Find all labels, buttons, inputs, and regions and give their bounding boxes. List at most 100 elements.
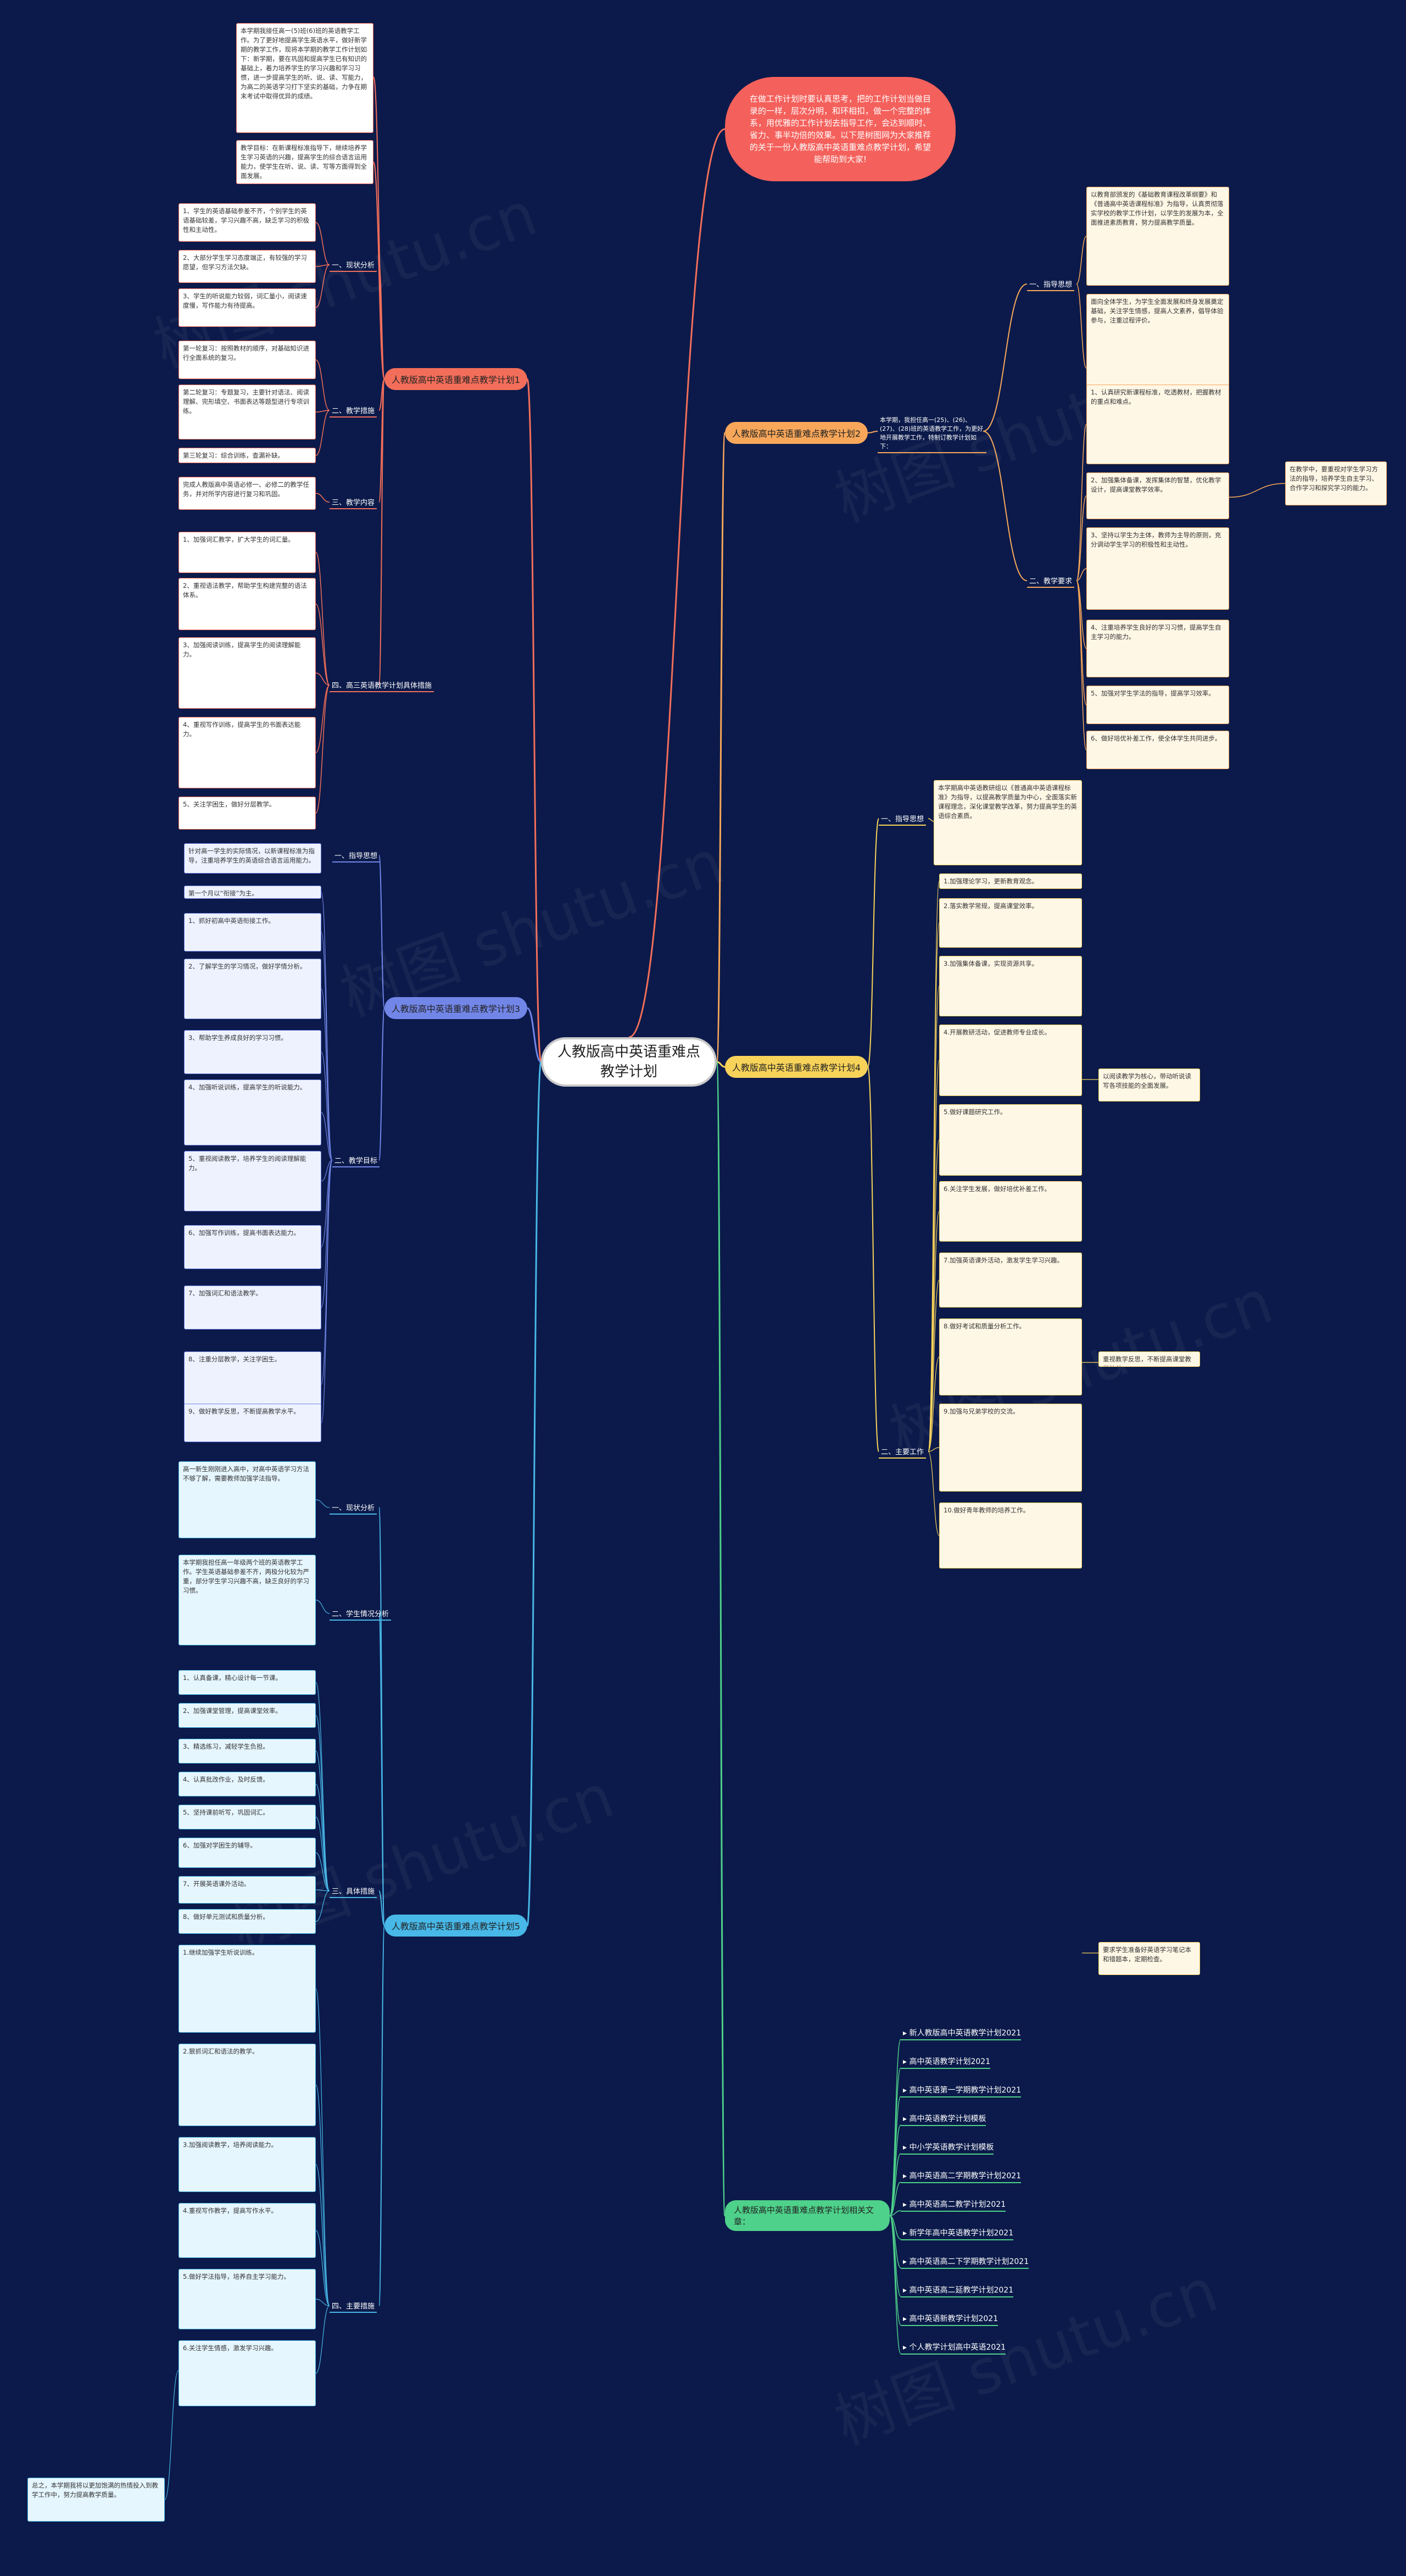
root-topic[interactable]: 人教版高中英语重难点教学计划 [541, 1037, 717, 1087]
branch-5-leaf: 2、加强课堂管理，提高课堂效率。 [178, 1703, 316, 1728]
link-line [1229, 483, 1286, 498]
related-article-link[interactable]: ▸ 个人教学计划高中英语2021 [901, 2341, 1006, 2355]
related-article-link[interactable]: ▸ 高中英语高二学期教学计划2021 [901, 2170, 1022, 2183]
link-line [315, 1890, 330, 1922]
branch-3-leaf: 7、加强词汇和语法教学。 [184, 1286, 321, 1329]
branch-3-leaf: 3、帮助学生养成良好的学习习惯。 [184, 1030, 321, 1074]
branch-2-note: 本学期，我担任高一(25)、(26)、(27)、(28)班的英语教学工作，为更好… [878, 415, 986, 453]
link-line [315, 410, 330, 456]
link-line [378, 1613, 385, 1926]
branch-4-leaf: 2.落实教学常规，提高课堂效率。 [939, 898, 1082, 948]
branch-4-section-1[interactable]: 一、指导思想 [879, 812, 927, 826]
branch-3-leaf: 4、加强听说训练，提高学生的听说能力。 [184, 1080, 321, 1145]
link-line [315, 359, 330, 411]
branch-1-section-1[interactable]: 一、现状分析 [330, 258, 377, 272]
link-line [315, 264, 330, 308]
branch-3-leaf: 2、了解学生的学习情况，做好学情分析。 [184, 959, 321, 1019]
branch-5-leaf: 高一新生刚刚进入高中，对高中英语学习方法不够了解，需要教师加强学法指导。 [178, 1461, 316, 1538]
branch-plan-1[interactable]: 人教版高中英语重难点教学计划1 [384, 368, 527, 390]
related-article-link[interactable]: ▸ 高中英语高二下学期教学计划2021 [901, 2256, 1029, 2269]
link-line [1076, 236, 1087, 285]
branch-1-section-2[interactable]: 二、教学措施 [330, 404, 377, 418]
branch-1-leaf: 2、大部分学生学习态度端正，有较强的学习愿望，但学习方法欠缺。 [178, 250, 316, 283]
link-line [928, 1451, 940, 1536]
branch-5-section-3[interactable]: 三、具体措施 [330, 1884, 377, 1898]
branch-plan-3[interactable]: 人教版高中英语重难点教学计划3 [384, 997, 527, 1019]
related-article-link[interactable]: ▸ 新人教版高中英语教学计划2021 [901, 2027, 1022, 2040]
link-line [315, 222, 330, 265]
branch-5-leaf: 6、加强对学困生的辅导。 [178, 1838, 316, 1868]
branch-2-section-1[interactable]: 一、指导思想 [1027, 277, 1075, 291]
branch-3-leaf: 1、抓好初高中英语衔接工作。 [184, 913, 321, 952]
related-article-link[interactable]: ▸ 中小学英语教学计划模板 [901, 2141, 994, 2155]
link-line [164, 2370, 179, 2500]
branch-1-section-3[interactable]: 三、教学内容 [330, 496, 377, 509]
link-line [526, 378, 542, 1063]
link-line [983, 431, 1028, 581]
branch-4-side-leaf: 以阅读教学为核心，带动听说读写各项技能的全面发展。 [1098, 1069, 1200, 1101]
intro-leaf: 教学目标：在新课程标准指导下，继续培养学生学习英语的兴趣，提高学生的综合语言运用… [236, 140, 373, 184]
related-articles-topic[interactable]: 人教版高中英语重难点教学计划相关文章： [725, 2200, 890, 2231]
link-line [378, 1925, 385, 2306]
branch-5-section-1[interactable]: 一、现状分析 [330, 1501, 377, 1515]
link-line [321, 988, 333, 1161]
branch-2-section-2[interactable]: 二、教学要求 [1027, 574, 1075, 588]
link-line [315, 552, 330, 686]
link-line [378, 379, 385, 686]
link-line [928, 1356, 940, 1452]
link-line [315, 1816, 330, 1891]
intro-leaf: 本学期我接任高一(5)班(6)班的英语教学工作。为了更好地提高学生英语水平，做好… [236, 23, 373, 133]
branch-plan-5[interactable]: 人教版高中英语重难点教学计划5 [384, 1915, 527, 1937]
related-article-link[interactable]: ▸ 高中英语高二教学计划2021 [901, 2199, 1006, 2212]
link-line [1076, 580, 1087, 750]
branch-3-section-2[interactable]: 二、教学目标 [332, 1154, 380, 1167]
branch-2-leaf: 6、做好培优补差工作，使全体学生共同进步。 [1086, 731, 1229, 769]
related-article-link[interactable]: ▸ 高中英语第一学期教学计划2021 [901, 2084, 1022, 2097]
branch-3-leaf: 9、做好教学反思，不断提高教学水平。 [184, 1404, 321, 1442]
branch-1-section-4[interactable]: 四、高三英语教学计划具体措施 [330, 678, 434, 692]
link-line [378, 855, 385, 1009]
branch-plan-2[interactable]: 人教版高中英语重难点教学计划2 [725, 422, 868, 444]
related-article-link[interactable]: ▸ 高中英语新教学计划2021 [901, 2313, 998, 2326]
branch-5-bottom-leaf: 总之，本学期我将以更加饱满的热情投入到教学工作中，努力提高教学质量。 [27, 2478, 165, 2522]
branch-1-leaf: 1、加强词汇教学，扩大学生的词汇量。 [178, 532, 316, 573]
branch-5-section-4[interactable]: 四、主要措施 [330, 2299, 377, 2313]
branch-1-leaf: 第三轮复习：综合训练，查漏补缺。 [178, 448, 316, 463]
link-line [315, 1889, 330, 1891]
link-line [378, 264, 385, 380]
branch-4-section-2[interactable]: 二、主要工作 [879, 1445, 927, 1459]
branch-3-section-1[interactable]: 一、指导思想 [332, 849, 380, 863]
related-article-link[interactable]: ▸ 高中英语教学计划2021 [901, 2056, 991, 2069]
link-line [716, 432, 726, 1063]
link-line [315, 264, 330, 267]
branch-4-leaf: 9.加强与兄弟学校的交流。 [939, 1404, 1082, 1492]
branch-2-leaf: 2、加强集体备课，发挥集体的智慧，优化教学设计，提高课堂教学效率。 [1086, 472, 1229, 519]
branch-5-section-2[interactable]: 二、学生情况分析 [330, 1607, 392, 1621]
related-article-link[interactable]: ▸ 高中英语教学计划模板 [901, 2113, 986, 2126]
branch-5-leaf: 1、认真备课，精心设计每一节课。 [178, 1670, 316, 1695]
branch-plan-4[interactable]: 人教版高中英语重难点教学计划4 [725, 1056, 868, 1078]
link-line [315, 493, 330, 503]
branch-2-side-leaf: 在教学中，要重视对学生学习方法的指导，培养学生自主学习、合作学习和探究学习的能力… [1285, 461, 1387, 505]
branch-4-leaf: 1.加强理论学习，更新教育观念。 [939, 873, 1082, 889]
branch-5-leaf: 4.重视写作教学，提高写作水平。 [178, 2203, 316, 2258]
link-line [716, 1061, 726, 2217]
link-line [983, 283, 1028, 432]
link-line [867, 1066, 879, 1452]
link-line [889, 2067, 901, 2216]
link-line [1076, 424, 1087, 581]
link-line [928, 1279, 940, 1452]
link-line [373, 162, 385, 380]
branch-1-leaf: 第一轮复习：按照教材的顺序，对基础知识进行全面系统的复习。 [178, 341, 316, 379]
link-line [321, 892, 333, 1161]
link-line [867, 431, 878, 433]
link-line [315, 2299, 330, 2306]
related-article-link[interactable]: ▸ 新学年高中英语教学计划2021 [901, 2227, 1014, 2240]
link-line [315, 1988, 330, 2306]
link-line [889, 2153, 901, 2216]
related-article-link[interactable]: ▸ 高中英语高二延教学计划2021 [901, 2284, 1014, 2297]
branch-1-leaf: 4、重视写作训练，提高学生的书面表达能力。 [178, 717, 316, 788]
branch-4-side-leaf: 重视教学反思，不断提高课堂教学效益。 [1098, 1351, 1200, 1367]
branch-2-leaf: 3、坚持以学生为主体，教师为主导的原则，充分调动学生学习的积极性和主动性。 [1086, 527, 1229, 610]
branch-3-leaf: 5、重视阅读教学，培养学生的阅读理解能力。 [184, 1151, 321, 1211]
